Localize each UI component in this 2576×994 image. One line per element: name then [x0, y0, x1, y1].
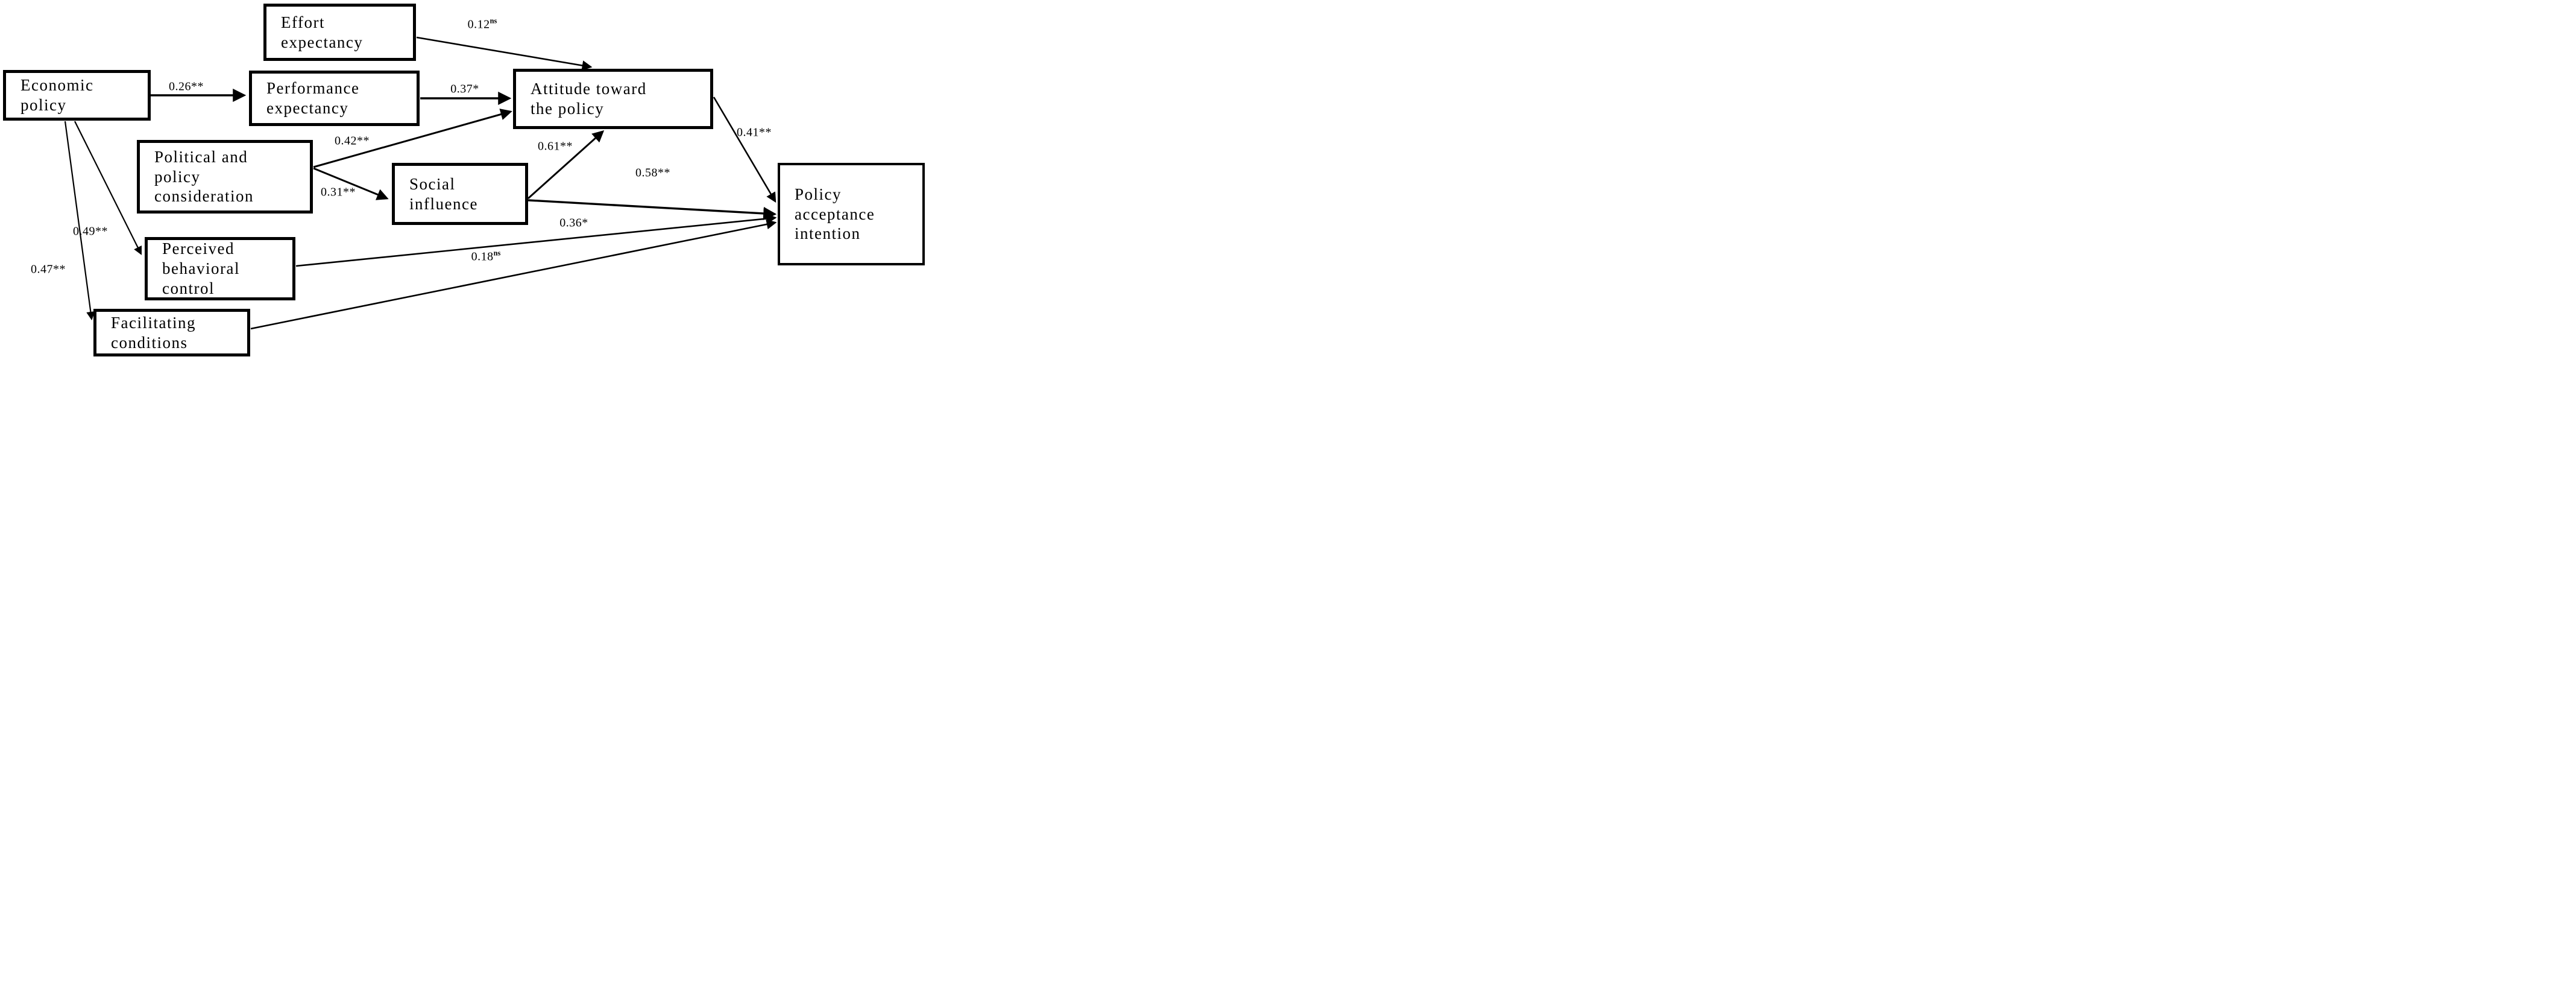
coef-attitude-policy: 0.41**	[737, 125, 772, 139]
node-policy-acceptance-intention: Policy acceptance intention	[778, 163, 925, 265]
coef-social-attitude: 0.61**	[538, 139, 573, 153]
edge-political-to-attitude-line	[313, 109, 512, 168]
edge-facilitating-to-policy-line	[250, 219, 777, 330]
edge-economic-to-facilitating-line	[64, 121, 95, 321]
path-diagram: Effort expectancy Economic policy Perfor…	[0, 0, 926, 358]
node-political-policy-consideration: Political and policy consideration	[137, 140, 313, 214]
edge-perceived-to-policy-line	[295, 214, 777, 267]
coef-facilitating-policy: 0.18ns	[471, 248, 501, 264]
node-facilitating-conditions-label: Facilitating conditions	[111, 313, 196, 352]
node-performance-expectancy: Performance expectancy	[249, 71, 420, 126]
node-policy-acceptance-intention-label: Policy acceptance intention	[795, 185, 875, 243]
node-perceived-behavioral-control: Perceived behavioral control	[145, 237, 295, 300]
node-social-influence-label: Social influence	[409, 174, 478, 213]
edge-effort-to-attitude-line	[416, 36, 593, 71]
coef-performance-attitude: 0.37*	[450, 82, 479, 96]
node-perceived-behavioral-control-label: Perceived behavioral control	[162, 239, 240, 297]
coef-political-attitude: 0.42**	[335, 134, 370, 148]
node-attitude-toward-the-policy: Attitude toward the policy	[513, 69, 713, 129]
coef-effort-attitude: 0.12ns	[467, 16, 497, 31]
coef-social-policy: 0.58**	[635, 166, 670, 180]
edge-economic-to-perceived-line	[74, 121, 142, 255]
node-facilitating-conditions: Facilitating conditions	[93, 309, 250, 356]
node-social-influence: Social influence	[392, 163, 528, 225]
edge-political-to-social-line	[313, 167, 389, 200]
edge-social-to-policy-line	[527, 199, 777, 220]
node-effort-expectancy: Effort expectancy	[263, 4, 416, 61]
edge-social-to-attitude-line	[527, 130, 605, 200]
node-economic-policy: Economic policy	[3, 70, 151, 121]
coef-perceived-policy: 0.36*	[559, 216, 588, 230]
node-attitude-toward-the-policy-label: Attitude toward the policy	[531, 80, 647, 118]
node-performance-expectancy-label: Performance expectancy	[266, 79, 360, 117]
edges-layer	[64, 36, 777, 330]
edge-attitude-to-policy-line	[713, 97, 776, 203]
coef-economic-performance: 0.26**	[169, 80, 204, 93]
coef-economic-perceived: 0.49**	[73, 224, 108, 238]
coef-economic-facilitating: 0.47**	[31, 262, 66, 276]
node-political-policy-consideration-label: Political and policy consideration	[154, 147, 254, 206]
node-effort-expectancy-label: Effort expectancy	[281, 13, 364, 51]
coef-political-social: 0.31**	[321, 185, 356, 199]
node-economic-policy-label: Economic policy	[20, 76, 94, 114]
